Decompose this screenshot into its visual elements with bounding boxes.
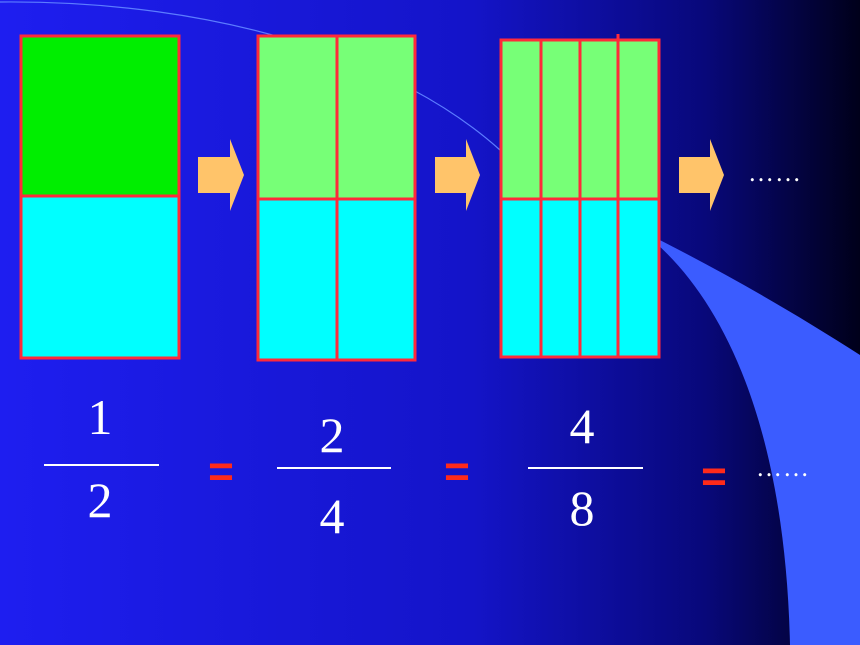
rect-border: [256, 34, 417, 362]
denominator: 2: [88, 472, 113, 528]
decorative-band: [640, 230, 860, 645]
denominator: 8: [570, 480, 595, 536]
equals-sign: =: [701, 452, 727, 501]
rect-border: [19, 34, 181, 360]
right-arrow-icon: [435, 139, 480, 211]
right-arrow-icon: [198, 139, 244, 211]
numerator: 4: [570, 398, 595, 454]
unshaded-region: [21, 196, 179, 358]
numerator: 1: [88, 389, 113, 445]
fraction-four-eighths: 4 8: [528, 398, 643, 536]
fraction-two-fourths: 2 4: [277, 407, 391, 544]
continuation-ellipsis: ……: [748, 158, 802, 187]
continuation-ellipsis: ……: [756, 453, 810, 482]
numerator: 2: [320, 407, 345, 463]
rect-border: [499, 38, 661, 359]
shaded-region: [21, 36, 179, 196]
right-arrow-icon: [679, 139, 724, 211]
denominator: 4: [320, 488, 345, 544]
fraction-rect-eighths: [499, 34, 661, 359]
fraction-one-half: 1 2: [44, 389, 159, 528]
fraction-rect-quarters: [256, 34, 417, 362]
fraction-rect-halves: [19, 34, 181, 360]
equals-sign: =: [444, 447, 470, 496]
equals-sign: =: [208, 447, 234, 496]
